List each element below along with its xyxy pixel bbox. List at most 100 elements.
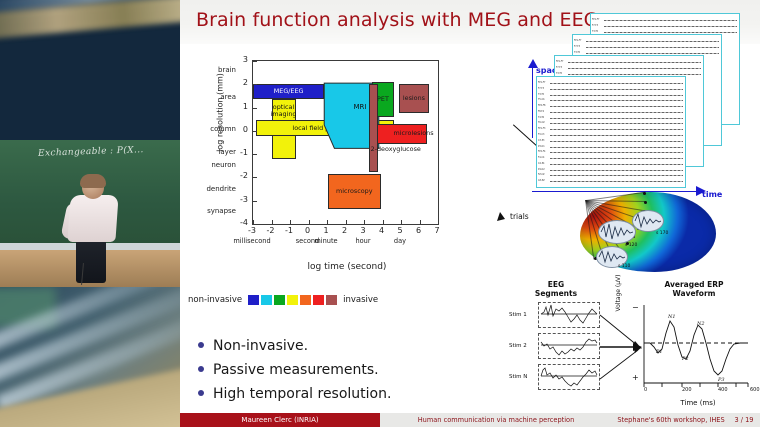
legend-swatch <box>325 294 339 306</box>
legend-swatch <box>273 294 287 306</box>
eeg-trace-line <box>586 41 719 42</box>
list-item: Passive measurements. <box>198 362 488 378</box>
legend-color-swatches <box>247 294 339 306</box>
eeg-channel-label: F8-T4 <box>538 109 544 113</box>
legend-left-label: non-invasive <box>188 295 243 305</box>
chart-y-tick: -3 <box>240 194 248 204</box>
eeg-channel-label: FP1-F7 <box>538 81 546 84</box>
eeg-segment-label-1: Stim 1 <box>509 312 527 318</box>
erp-x-tick: 400 <box>718 387 728 393</box>
eeg-trace-line <box>550 135 683 136</box>
eeg-channel-label: FZ-CZ <box>538 173 545 177</box>
chart-y-tickmark <box>253 84 257 86</box>
chart-y-category: synapse <box>207 207 236 216</box>
eeg-segments-title-line1: EEG <box>547 280 565 289</box>
chart-x-category: day <box>393 237 407 245</box>
bullet-list: Non-invasive.Passive measurements.High t… <box>198 338 488 410</box>
waveform-bubble-1 <box>598 220 636 244</box>
eeg-channel-label: T4-T6 <box>538 115 545 119</box>
legend-swatch <box>260 294 274 306</box>
avg-erp-title-line1: Averaged ERP <box>664 280 724 289</box>
chart-x-tickmark <box>401 220 402 224</box>
chart-x-tick: -2 <box>266 226 275 235</box>
eeg-trace-line <box>586 52 719 54</box>
chart-y-tick: 1 <box>242 101 248 111</box>
eeg-channel-label: FP2-F4 <box>538 150 546 154</box>
waveform-bubble-2-label: s 110 <box>618 264 631 269</box>
invasiveness-legend: non-invasive invasive <box>188 292 458 308</box>
bullet-dot-icon <box>198 390 204 396</box>
slide-footer: Maureen Clerc (INRIA) Human communicatio… <box>180 413 760 427</box>
time-axis-label: time <box>702 190 723 199</box>
eeg-trace-line <box>568 67 701 69</box>
chart-box-meg-eeg: MEG/EEG <box>253 84 325 100</box>
chart-y-tickmark <box>253 224 257 225</box>
footer-center-title: Human communication via machine percepti… <box>417 416 575 424</box>
eeg-trace-line <box>604 31 737 33</box>
video-bottom-blurred-frame <box>0 287 180 427</box>
eeg-channel-label: F7-T3 <box>592 23 598 27</box>
eeg-trace-line <box>550 100 683 102</box>
chart-box-mri <box>323 82 380 149</box>
chart-y-category: dendrite <box>206 185 236 194</box>
eeg-channel-label: FP2-F8 <box>538 104 546 108</box>
speaker-legs <box>76 237 106 283</box>
chart-y-category: brain <box>218 66 236 75</box>
chart-y-tickmark <box>253 107 257 109</box>
electrode-dot <box>594 257 598 261</box>
chart-y-tick: -2 <box>240 171 248 181</box>
eeg-channel-label: C4-P4 <box>538 161 545 165</box>
chart-box-microscopy: microscopy <box>327 173 381 209</box>
video-feed-panel[interactable]: Exchangeable : P(X... <box>0 0 180 427</box>
eeg-trace-line <box>550 158 683 160</box>
electrode-dot <box>643 201 647 204</box>
eeg-channel-label: F7-T3 <box>538 86 544 90</box>
video-lecture-frame: Exchangeable : P(X... <box>0 140 180 287</box>
space-arrow-icon <box>528 59 538 68</box>
erp-y-axis-label: Voltage (µV) <box>615 274 622 312</box>
footer-author: Maureen Clerc (INRIA) <box>241 416 319 424</box>
space-axis-line <box>532 66 534 138</box>
speaker-figure <box>60 174 122 286</box>
chart-y-category: area <box>220 93 236 102</box>
chart-x-category: hour <box>355 237 371 245</box>
eeg-trace-line <box>550 175 683 177</box>
speaker-hair <box>80 174 106 188</box>
eeg-channel-label: F7-T3 <box>556 65 562 69</box>
list-item: High temporal resolution. <box>198 386 488 402</box>
chart-y-category: layer <box>218 147 236 156</box>
footer-author-bar <box>180 413 380 427</box>
footer-page-number: 3 / 19 <box>734 416 754 424</box>
chart-x-tickmark <box>327 220 328 224</box>
erp-peak-N1: N1 <box>668 314 676 320</box>
eeg-trace-line <box>604 25 737 27</box>
eeg-channel-label: FP1-F3 <box>538 127 546 131</box>
speaker-body <box>67 195 119 242</box>
eeg-channel-label: T6-O2 <box>538 121 545 125</box>
chart-x-category: second <box>295 237 320 245</box>
eeg-segment-box-2 <box>538 333 600 359</box>
chart-x-tick: 1 <box>323 226 329 235</box>
chart-x-axis-label: log time (second) <box>307 262 387 272</box>
eeg-trace-line <box>550 94 683 96</box>
waveform-bubble-2 <box>596 246 628 268</box>
chart-x-tick: -3 <box>248 226 256 235</box>
eeg-segments-title-line2: Segments <box>534 289 578 298</box>
legend-swatch <box>299 294 313 306</box>
eeg-trace-line <box>550 106 683 108</box>
eeg-trace-line <box>568 62 701 63</box>
electrode-dot <box>643 191 647 195</box>
chart-x-tick: 4 <box>378 226 385 235</box>
eeg-channel-label: T5-O1 <box>538 98 545 102</box>
chart-x-tickmark <box>253 220 254 224</box>
chart-y-tick: 0 <box>242 124 248 134</box>
waveform-bubble-3-label: s 170 <box>656 231 669 236</box>
eeg-channel-label: F4-C4 <box>538 156 545 160</box>
legend-swatch <box>247 294 261 306</box>
legend-swatch <box>286 294 300 306</box>
chart-box-2-deoxyglucose: 2-deoxyglucose <box>368 84 421 172</box>
erp-x-tick: 0 <box>644 387 648 393</box>
